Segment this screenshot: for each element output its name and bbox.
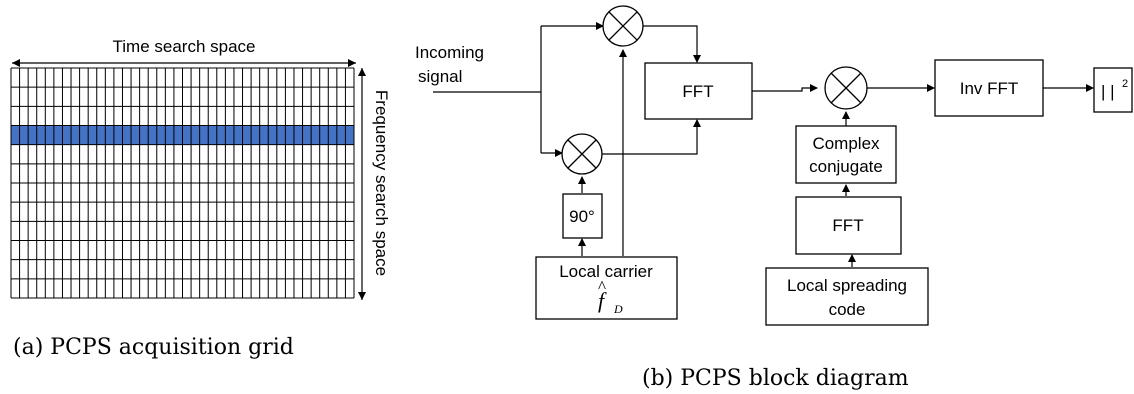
carrier-label-line1: Local carrier <box>559 262 653 281</box>
frequency-search-label: Frequency search space <box>372 90 391 276</box>
local-carrier-block: Local carrier ^ f D <box>535 256 678 320</box>
bottom-mixer <box>561 133 603 175</box>
time-search-label: Time search space <box>113 37 256 56</box>
fft-label: FFT <box>682 82 713 101</box>
phase-shift-block: 90° <box>562 193 603 239</box>
input-label-line2: signal <box>418 67 462 86</box>
magnitude-squared-block: | | 2 <box>1093 67 1133 113</box>
local-spreading-code-block: Local spreading code <box>765 267 929 326</box>
abs-symbol: | | <box>1101 82 1115 101</box>
fft2-label: FFT <box>832 216 863 235</box>
abs-exponent: 2 <box>1122 78 1128 90</box>
spreading-label-line2: code <box>829 300 866 319</box>
search-grid <box>10 67 355 299</box>
caption-b: (b) PCPS block diagram <box>642 366 909 391</box>
carrier-symbol: f <box>598 288 607 313</box>
top-mixer <box>602 5 644 47</box>
center-mixer <box>824 66 868 110</box>
phase-shift-label: 90° <box>569 207 595 226</box>
input-label-line1: Incoming <box>415 43 484 62</box>
complex-label-line1: Complex <box>812 134 880 153</box>
block-diagram-panel: Incoming signal <box>415 5 1133 391</box>
carrier-subscript: D <box>613 302 623 316</box>
inv-fft-label: Inv FFT <box>960 79 1019 98</box>
complex-conjugate-block: Complex conjugate <box>795 125 897 184</box>
inv-fft-block: Inv FFT <box>934 59 1044 117</box>
signal-wires <box>433 22 1094 267</box>
complex-label-line2: conjugate <box>809 157 883 176</box>
fft-block: FFT <box>644 62 753 120</box>
acquisition-grid-panel: Time search space Frequency search space… <box>10 37 391 360</box>
carrier-hat: ^ <box>598 277 606 296</box>
fft-block-2: FFT <box>795 196 902 255</box>
caption-a: (a) PCPS acquisition grid <box>13 335 294 360</box>
spreading-label-line1: Local spreading <box>787 276 907 295</box>
